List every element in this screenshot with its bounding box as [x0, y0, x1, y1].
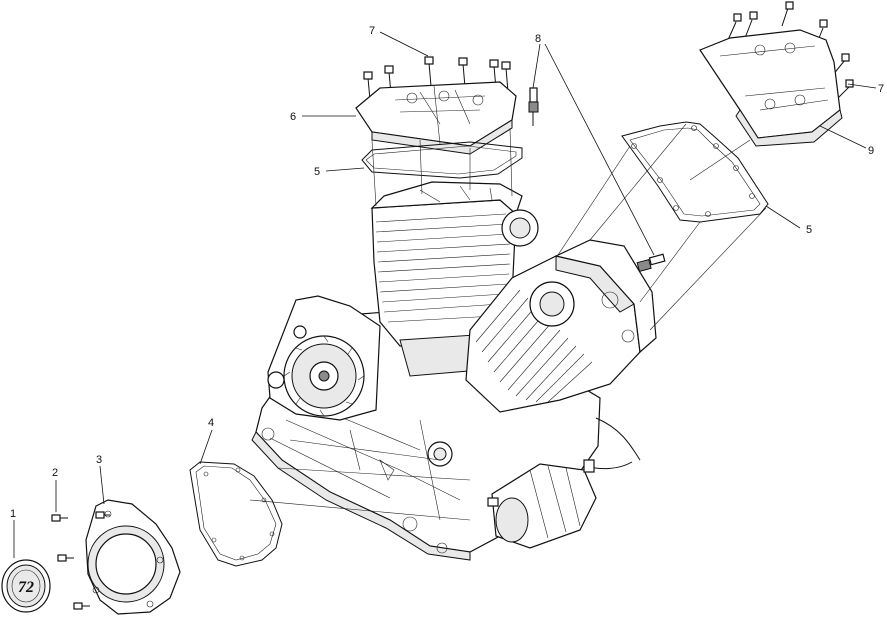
cam-cover-gasket — [189, 461, 283, 567]
callout-leaders — [13, 31, 877, 558]
cam-drive-gear — [283, 335, 365, 417]
callout-5-rear-gasket: 5 — [806, 224, 812, 236]
callout-3: 3 — [96, 454, 102, 466]
rear-head-cover-assembly — [699, 1, 854, 147]
callout-2: 2 — [52, 467, 58, 479]
callout-7-front-bolts: 7 — [369, 25, 375, 37]
emblem-text: 72 — [18, 579, 34, 596]
front-head-gasket — [361, 141, 523, 179]
callout-7-rear-bolts: 7 — [878, 83, 884, 95]
rear-head-gasket — [621, 121, 769, 223]
callout-9: 9 — [868, 145, 874, 157]
spark-plugs — [528, 87, 666, 272]
callout-6: 6 — [290, 111, 296, 123]
starter-motor — [487, 463, 597, 549]
cover-screws — [51, 511, 110, 610]
cam-cover — [85, 499, 181, 615]
callout-1: 1 — [10, 508, 16, 520]
head-cover-bolts — [363, 56, 511, 101]
alignment-lines — [249, 85, 767, 521]
head-cover — [355, 81, 517, 155]
callout-4: 4 — [208, 417, 214, 429]
rear-spark-plug — [636, 253, 666, 272]
rear-cover — [699, 29, 843, 147]
callout-8: 8 — [535, 33, 541, 45]
front-head-cover-assembly — [355, 56, 517, 155]
gasket-holes — [631, 125, 755, 217]
callout-5-front-gasket: 5 — [314, 166, 320, 178]
front-spark-plug — [528, 87, 539, 126]
callout-labels: 1 2 3 4 5 5 6 7 7 8 9 — [10, 25, 884, 520]
engine-block — [251, 181, 657, 561]
emblem-medallion: 72 — [1, 559, 51, 613]
